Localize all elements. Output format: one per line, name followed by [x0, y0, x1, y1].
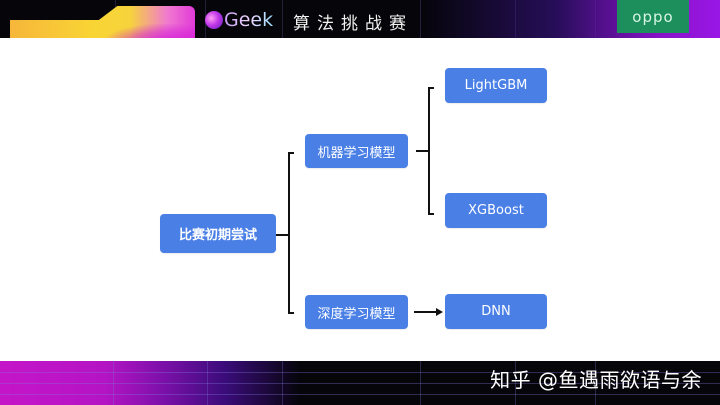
- decorative-shape: [10, 6, 195, 38]
- connector-line: [416, 150, 428, 152]
- arrow-head-icon: [436, 308, 443, 316]
- watermark: 知乎 @鱼遇雨欲语与余: [490, 368, 702, 392]
- leaf-node-label: DNN: [481, 304, 511, 319]
- leaf-node-xgboost: XGBoost: [445, 193, 547, 228]
- bracket-line: [288, 152, 290, 314]
- grid-line: [0, 383, 720, 384]
- branch-node-machine-learning: 机器学习模型: [305, 134, 408, 168]
- ogeek-logo: Geek: [205, 8, 273, 32]
- mind-map-diagram: 比赛初期尝试 机器学习模型 LightGBM XGBoost 深度学习模型 DN…: [0, 38, 720, 361]
- grid-line: [0, 372, 720, 373]
- branch-node-label: 深度学习模型: [317, 306, 396, 322]
- grid-line: [282, 361, 283, 405]
- branch-node-label: 机器学习模型: [317, 145, 396, 161]
- event-title: 算法挑战赛: [293, 14, 413, 34]
- root-node: 比赛初期尝试: [160, 214, 276, 253]
- bottom-banner: 知乎 @鱼遇雨欲语与余: [0, 361, 720, 405]
- leaf-node-label: XGBoost: [468, 203, 524, 218]
- leaf-node-dnn: DNN: [445, 294, 547, 329]
- leaf-node-label: LightGBM: [464, 78, 528, 93]
- bracket-tick-bottom: [288, 312, 294, 314]
- grid-line: [515, 361, 516, 405]
- grid-line: [282, 0, 283, 38]
- connector-line: [276, 234, 288, 236]
- oppo-logo-text: oppo: [632, 7, 674, 26]
- arrow-line: [414, 311, 438, 313]
- grid-line: [113, 361, 114, 405]
- bracket-tick-top: [288, 152, 294, 154]
- bracket-line: [428, 87, 430, 215]
- banner-glow: [0, 361, 300, 405]
- leaf-node-lightgbm: LightGBM: [445, 68, 547, 103]
- grid-line: [207, 361, 208, 405]
- ogeek-logo-text: Geek: [224, 9, 274, 31]
- oppo-logo: oppo: [617, 0, 689, 33]
- root-node-label: 比赛初期尝试: [178, 228, 257, 243]
- bracket-tick-bottom: [428, 213, 434, 215]
- grid-line: [420, 361, 421, 405]
- top-banner: Geek 算法挑战赛 oppo: [0, 0, 720, 38]
- bracket-tick-top: [428, 87, 434, 89]
- branch-node-deep-learning: 深度学习模型: [305, 295, 408, 329]
- o-circle-icon: [205, 11, 223, 29]
- grid-line: [0, 394, 720, 395]
- grid-line: [595, 361, 596, 405]
